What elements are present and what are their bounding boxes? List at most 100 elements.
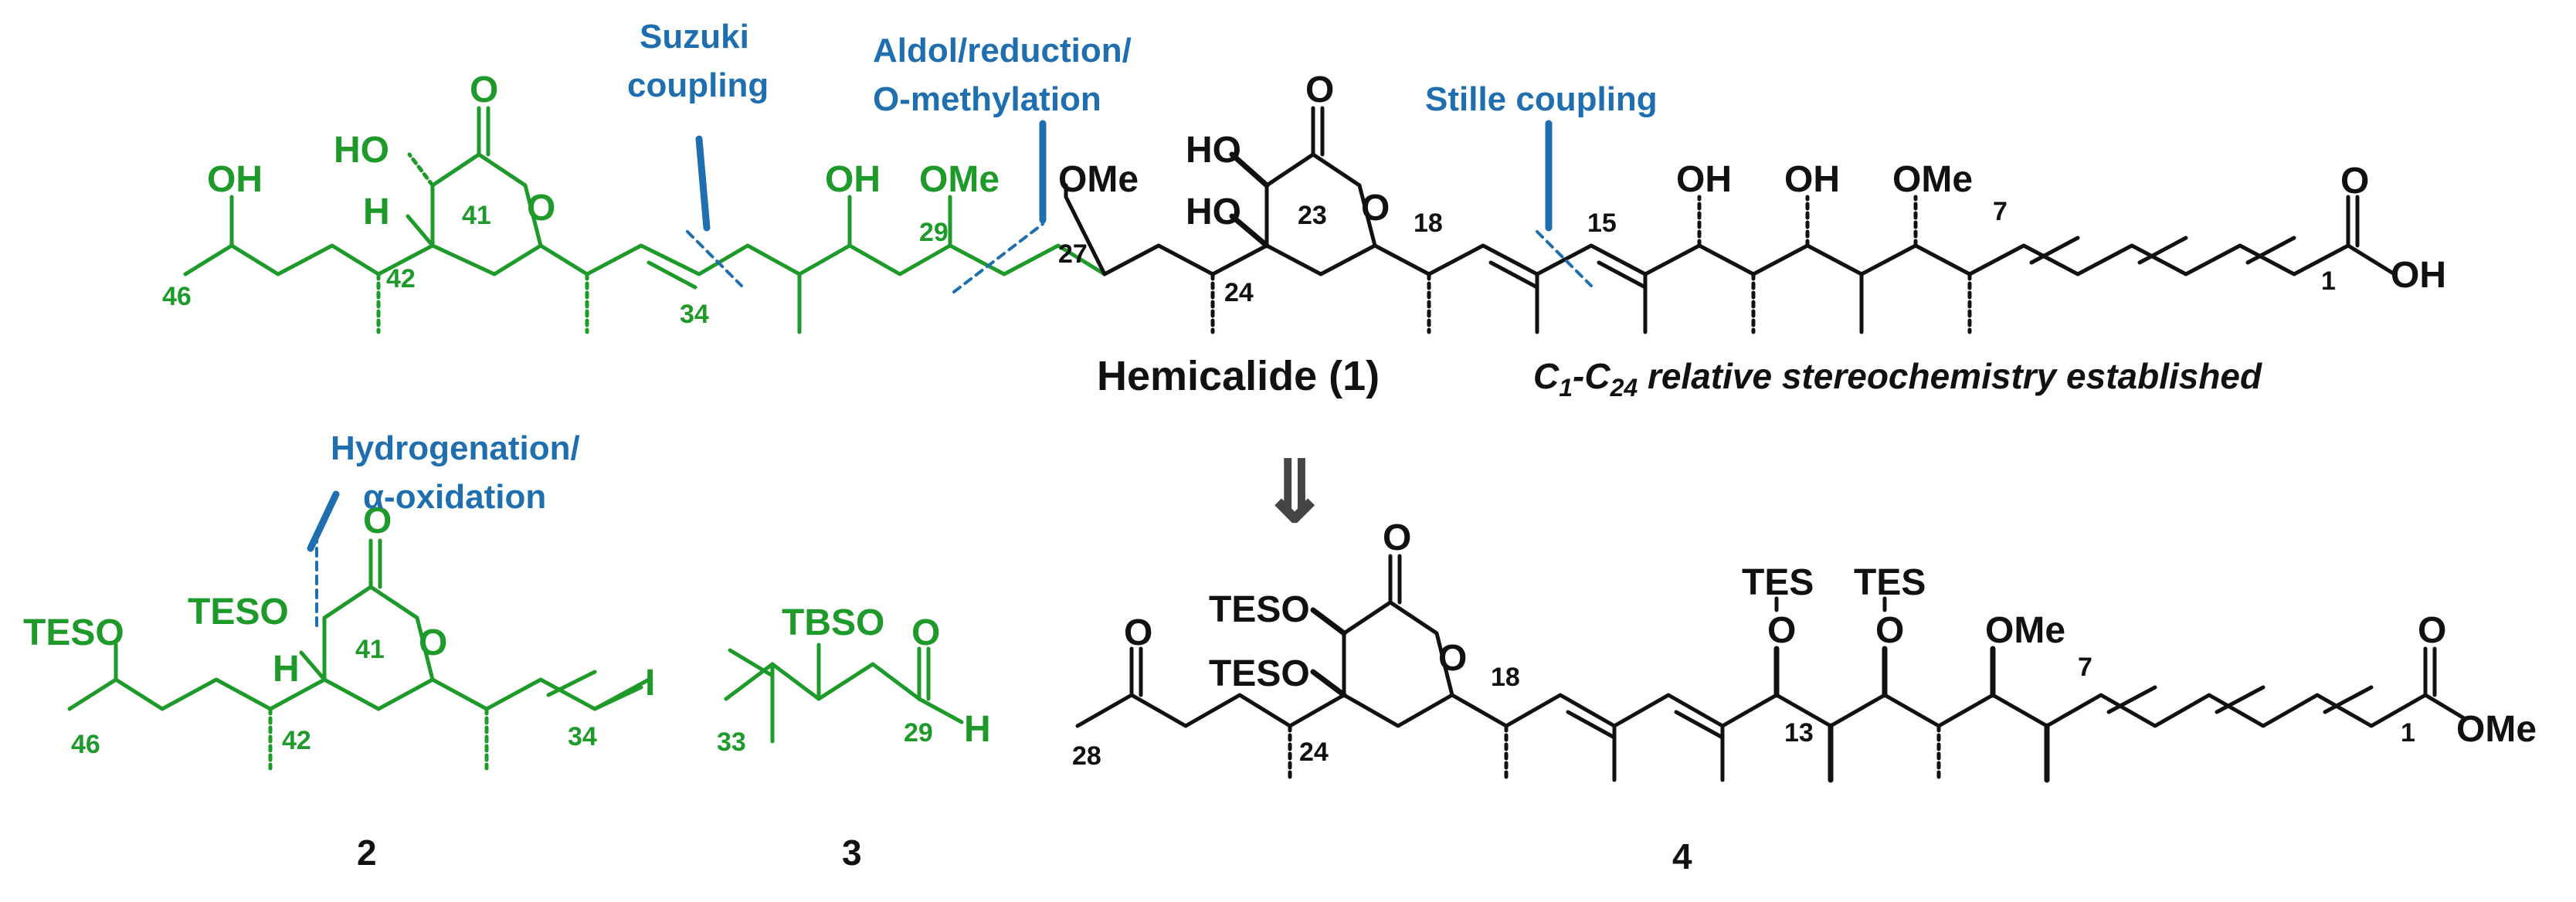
- stille-label: Stille coupling: [1425, 80, 1658, 118]
- num-46: 46: [162, 282, 192, 311]
- f3-o-label: O: [911, 612, 940, 653]
- f4-double-5: [2323, 685, 2374, 714]
- num-34: 34: [680, 300, 709, 329]
- f2-double: [546, 670, 597, 697]
- c22-ho-bond: [1229, 151, 1270, 188]
- f4-double-3: [2106, 685, 2157, 714]
- f4-ester-o: O: [2418, 610, 2446, 651]
- stereo-sub2: 24: [1610, 374, 1638, 402]
- num-7: 7: [1993, 197, 2008, 226]
- c16-double: [1488, 260, 1539, 290]
- f2-num-34: 34: [568, 722, 597, 751]
- hydro-label-2: α-oxidation: [363, 478, 546, 516]
- f2-ring-o-label: O: [419, 622, 447, 663]
- f2-iodine-label: I: [645, 663, 655, 704]
- compound-3-label: 3: [842, 832, 862, 873]
- f4-c11-tes: TES: [1854, 562, 1926, 603]
- c21-ho-bond: [1229, 213, 1270, 249]
- c2-double: [2245, 236, 2296, 265]
- f4-ketone-o: O: [1124, 612, 1152, 653]
- num-24: 24: [1224, 278, 1254, 307]
- f4-num-18: 18: [1491, 663, 1520, 692]
- f3-aldehyde-h: [917, 697, 964, 724]
- f4-c13-tes: TES: [1742, 562, 1814, 603]
- c42-ho-label: HO: [334, 130, 389, 171]
- c46-oh-label: OH: [207, 159, 263, 200]
- f3-num-29: 29: [904, 718, 933, 748]
- num-29: 29: [919, 218, 949, 247]
- f2-num-46: 46: [71, 730, 100, 759]
- num-42: 42: [386, 264, 416, 293]
- compound-4-label: 4: [1672, 836, 1692, 877]
- c11-oh-label: OH: [1784, 159, 1840, 200]
- f2-lactone: [322, 585, 435, 682]
- hemicalide-title: Hemicalide (1): [1097, 353, 1380, 399]
- suzuki-cut: [686, 230, 743, 287]
- f4-double-4: [2215, 685, 2265, 714]
- num-1: 1: [2321, 266, 2336, 296]
- num-23: 23: [1298, 201, 1327, 230]
- c42-alpha-oh-bond: [407, 152, 435, 188]
- c13-oh-label: OH: [1676, 159, 1732, 200]
- f2-teso2-label: TESO: [188, 592, 289, 632]
- fragment-4-structure: O TESO TESO O O O TES O TES OMe O OMe 28…: [1072, 517, 2537, 877]
- fragment-2-structure: TESO TESO O O H I 46 42 41 34 Hydrogenat…: [23, 429, 655, 873]
- f4-ester-ome: OMe: [2456, 709, 2537, 750]
- c30-oh-label: OH: [825, 159, 881, 200]
- f4-num-24: 24: [1299, 738, 1329, 767]
- f4-lactone-o: O: [1383, 517, 1411, 558]
- f2-h-label: H: [273, 649, 300, 690]
- c23-lactone-ring: [1264, 152, 1377, 248]
- hemicalide-structure: OH HO O O H OH OMe OMe HO HO O O OH OH O…: [162, 18, 2446, 402]
- stereochemistry-note: C1-C24 relative stereochemistry establis…: [1533, 356, 2262, 402]
- f4-c9-ome: OMe: [1985, 610, 2065, 651]
- c21-ho-label: HO: [1186, 192, 1241, 232]
- core-chain-bonds: [1102, 243, 2350, 276]
- f4-c11-o: O: [1875, 610, 1904, 651]
- fragment-3-structure: TBSO O H 33 29 3: [717, 602, 991, 873]
- f2-num-42: 42: [282, 726, 311, 755]
- f4-double-1: [1566, 710, 1617, 740]
- c29-ome-label: OMe: [919, 159, 1000, 200]
- f3-h-label: H: [964, 709, 991, 750]
- c6-double: [2029, 236, 2080, 265]
- f4-num-1: 1: [2401, 718, 2415, 748]
- f4-teso1-bond: [1310, 607, 1347, 636]
- f4-double-2: [1674, 710, 1725, 740]
- hydro-label-1: Hydrogenation/: [331, 429, 580, 467]
- c41-o-label: O: [470, 70, 498, 110]
- compound-2-label: 2: [357, 832, 377, 873]
- f2-teso-label: TESO: [23, 612, 124, 653]
- aldol-cut: [952, 222, 1044, 293]
- f4-lactone: [1342, 600, 1454, 697]
- f4-num-28: 28: [1072, 741, 1101, 771]
- fragment-2-bonds: [67, 677, 651, 711]
- f2-o-label: O: [363, 500, 392, 541]
- c14-double: [1597, 260, 1648, 290]
- f4-teso2-label: TESO: [1209, 653, 1310, 694]
- c1-oh-label: OH: [2391, 255, 2446, 296]
- c1-oh-bond: [2346, 243, 2397, 276]
- c34-double-bond: [647, 260, 697, 290]
- f4-ring-o: O: [1438, 638, 1467, 679]
- f4-ester-o: [2423, 693, 2466, 721]
- aldol-label-1: Aldol/reduction/: [873, 32, 1132, 70]
- c41-lactone-ring: [430, 152, 543, 248]
- f4-num-7: 7: [2078, 653, 2092, 682]
- f3-methylene: [728, 648, 775, 678]
- c22-ho-label: HO: [1186, 130, 1241, 171]
- stereo-c: C: [1533, 356, 1560, 396]
- f3-tbso-label: TBSO: [782, 602, 884, 643]
- num-18: 18: [1414, 209, 1443, 238]
- f2-num-41: 41: [355, 635, 385, 664]
- c9-ome-label: OMe: [1892, 159, 1973, 200]
- retrosynthetic-arrow: ⇓: [1259, 445, 1330, 540]
- fragment-3-bonds: [724, 662, 921, 701]
- stereo-rest: relative stereochemistry established: [1638, 356, 2262, 396]
- f4-c13-o: O: [1767, 610, 1796, 651]
- green-side-chain-bonds: [183, 243, 1107, 276]
- f2-iodide-bond: [592, 685, 643, 711]
- f4-num-13: 13: [1784, 718, 1814, 748]
- f4-teso1-label: TESO: [1209, 589, 1310, 630]
